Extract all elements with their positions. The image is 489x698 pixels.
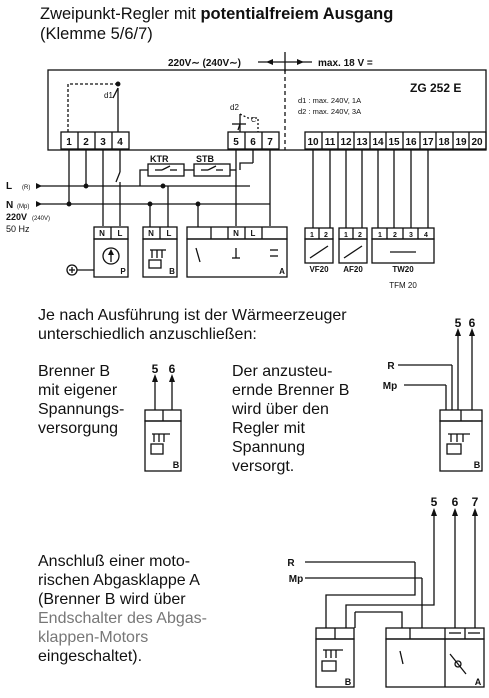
s3-mp: Mp <box>289 574 303 585</box>
tw-pin4: 4 <box>424 232 428 239</box>
supply-n-sub: (Mp) <box>17 204 29 210</box>
terminal-13: 13 <box>356 137 368 148</box>
terminal-20: 20 <box>471 137 483 148</box>
terminal-1: 1 <box>66 137 72 148</box>
af-pin1: 1 <box>344 232 348 239</box>
s3-a: A <box>475 677 482 687</box>
flap-connection-diagram <box>305 508 485 688</box>
section2-mid-text: Der anzusteu- ernde Brenner B wird über … <box>232 363 350 475</box>
burner-own-supply-diagram <box>144 374 182 472</box>
s3-t6: 6 <box>452 495 459 509</box>
vf20-label: VF20 <box>309 265 329 274</box>
supply-l-sub: (R) <box>22 185 30 191</box>
tw-pin1: 1 <box>378 232 382 239</box>
terminal-16: 16 <box>405 137 417 148</box>
stb-switch <box>193 163 231 177</box>
burner-n: N <box>148 229 154 238</box>
vf-pin2: 2 <box>324 232 328 239</box>
terminal-17: 17 <box>422 137 434 148</box>
supply-voltage-sub: (240V) <box>32 216 50 222</box>
terminal-2: 2 <box>83 137 89 148</box>
pump-n: N <box>99 229 105 238</box>
s2-right-t6: 6 <box>469 316 476 330</box>
s2-right-r: R <box>387 361 395 372</box>
supply-frequency: 50 Hz <box>6 224 30 234</box>
burner-module <box>142 186 178 278</box>
supply-l-label: L <box>6 181 12 192</box>
section2-intro: Je nach Ausführung ist der Wärmeerzeuger… <box>38 307 347 343</box>
voltage-right-label: max. 18 V = <box>318 58 373 69</box>
burner-label: B <box>169 267 175 276</box>
s2-right-b: B <box>474 460 481 470</box>
pump-l: L <box>118 229 123 238</box>
s2-left-t5: 5 <box>152 362 159 376</box>
s3-t7: 7 <box>472 495 479 509</box>
pump-module <box>66 226 129 278</box>
s2-left-t6: 6 <box>169 362 176 376</box>
d2-label: d2 <box>230 103 239 112</box>
section3-text-a: Anschluß einer moto- rischen Abgasklappe… <box>38 553 200 608</box>
stb-label: STB <box>196 154 215 164</box>
pump-label: P <box>120 267 126 276</box>
terminal-7: 7 <box>267 137 273 148</box>
s2-right-t5: 5 <box>455 316 462 330</box>
tw20-label: TW20 <box>392 265 414 274</box>
model-label: ZG 252 E <box>410 81 461 95</box>
rating-d2: d2 : max. 240V, 3A <box>298 107 361 116</box>
terminal-11: 11 <box>325 137 336 148</box>
terminal-4: 4 <box>117 137 123 148</box>
terminal-3: 3 <box>100 137 106 148</box>
vf-pin1: 1 <box>310 232 314 239</box>
flap-n: N <box>233 229 239 238</box>
terminal-15: 15 <box>388 137 400 148</box>
controller-box <box>47 69 487 151</box>
sensor-group <box>304 149 435 264</box>
page-subtitle: (Klemme 5/6/7) <box>40 25 153 43</box>
flap-label: A <box>279 267 285 276</box>
tw-pin3: 3 <box>409 232 413 239</box>
tfm20-label: TFM 20 <box>389 281 417 290</box>
flap-l: L <box>251 229 256 238</box>
terminal-5: 5 <box>233 137 239 148</box>
s2-right-mp: Mp <box>383 381 397 392</box>
tw-pin2: 2 <box>393 232 397 239</box>
contact-c-label: C <box>251 117 256 124</box>
terminal-10: 10 <box>307 137 319 148</box>
burner-controller-supply-diagram <box>398 328 483 472</box>
d1-label: d1 <box>104 91 113 100</box>
supply-n-label: N <box>6 200 13 211</box>
section3-text-b: Endschalter des Abgas- klappen-Motors <box>38 610 207 646</box>
s3-r: R <box>287 558 295 569</box>
ktr-switch <box>147 163 185 177</box>
af20-label: AF20 <box>343 265 363 274</box>
section2-left-text: Brenner B mit eigener Spannungs- versorg… <box>38 363 125 437</box>
s3-t5: 5 <box>431 495 438 509</box>
flap-module <box>186 204 288 278</box>
terminal-6: 6 <box>250 137 256 148</box>
terminal-12: 12 <box>340 137 352 148</box>
s2-left-b: B <box>173 460 180 470</box>
section3-text-c: eingeschaltet). <box>38 648 143 665</box>
af-pin2: 2 <box>358 232 362 239</box>
voltage-left-label: 220V∼ (240V∼) <box>168 58 241 69</box>
title-bold-text: potentialfreiem Ausgang <box>200 5 394 23</box>
rating-d1: d1 : max. 240V, 1A <box>298 96 361 105</box>
ktr-label: KTR <box>150 154 169 164</box>
burner-l: L <box>167 229 172 238</box>
supply-voltage: 220V <box>6 212 27 222</box>
terminal-14: 14 <box>372 137 384 148</box>
terminal-19: 19 <box>455 137 467 148</box>
page-title: Zweipunkt-Regler mit potentialfreiem Aus… <box>40 4 393 24</box>
s3-b: B <box>345 677 352 687</box>
terminal-18: 18 <box>438 137 450 148</box>
title-text: Zweipunkt-Regler mit <box>40 5 201 23</box>
